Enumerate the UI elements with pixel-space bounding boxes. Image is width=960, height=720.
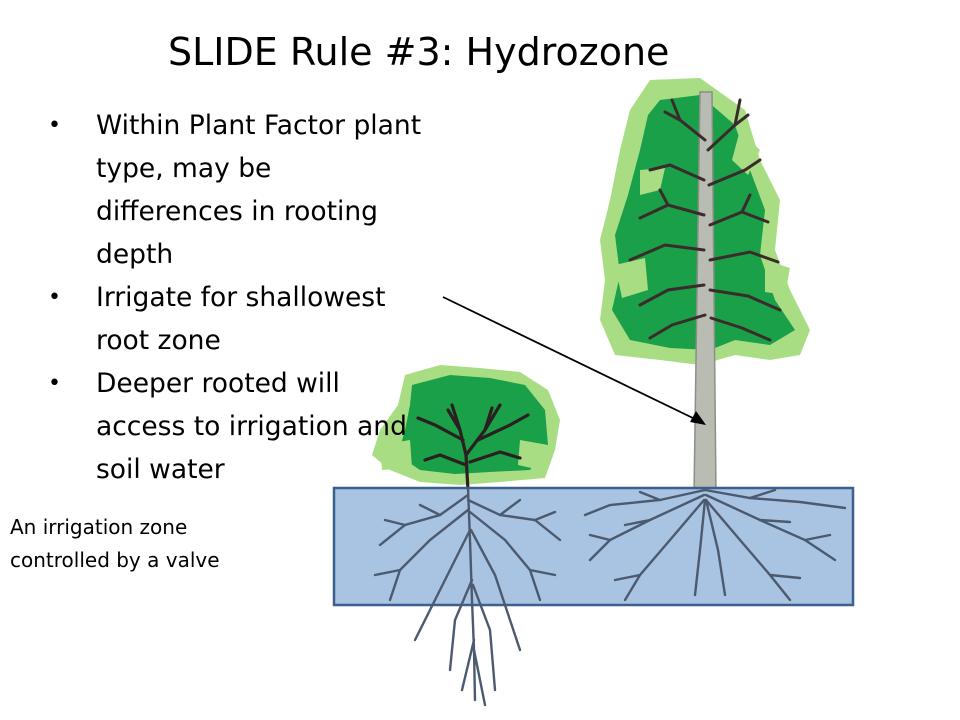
bullet-item: • Within Plant Factor plant type, may be… [44, 104, 424, 276]
bullet-dot-icon: • [48, 113, 61, 138]
pointer-arrow [442, 296, 706, 425]
zone-label-line: An irrigation zone [10, 515, 188, 539]
zone-label-line: controlled by a valve [10, 548, 220, 572]
small-tree-roots [373, 486, 562, 707]
bullet-text: Deeper rooted will access to irrigation … [96, 368, 407, 485]
bullet-text: Within Plant Factor plant type, may be d… [96, 110, 422, 270]
irrigation-zone-box [332, 486, 855, 607]
bullet-item: • Deeper rooted will access to irrigatio… [44, 362, 424, 491]
irrigation-zone-label: An irrigation zone controlled by a valve [10, 511, 220, 577]
tall-tree-roots [583, 488, 847, 602]
bullet-text: Irrigate for shallowest root zone [96, 282, 386, 356]
bullet-dot-icon: • [48, 285, 61, 310]
tall-tree-branches [628, 98, 782, 342]
small-tree-branches [416, 403, 530, 492]
bullet-item: • Irrigate for shallowest root zone [44, 276, 424, 362]
slide-title: SLIDE Rule #3: Hydrozone [168, 30, 670, 74]
bullet-list: • Within Plant Factor plant type, may be… [44, 104, 424, 491]
bullet-dot-icon: • [48, 371, 61, 396]
